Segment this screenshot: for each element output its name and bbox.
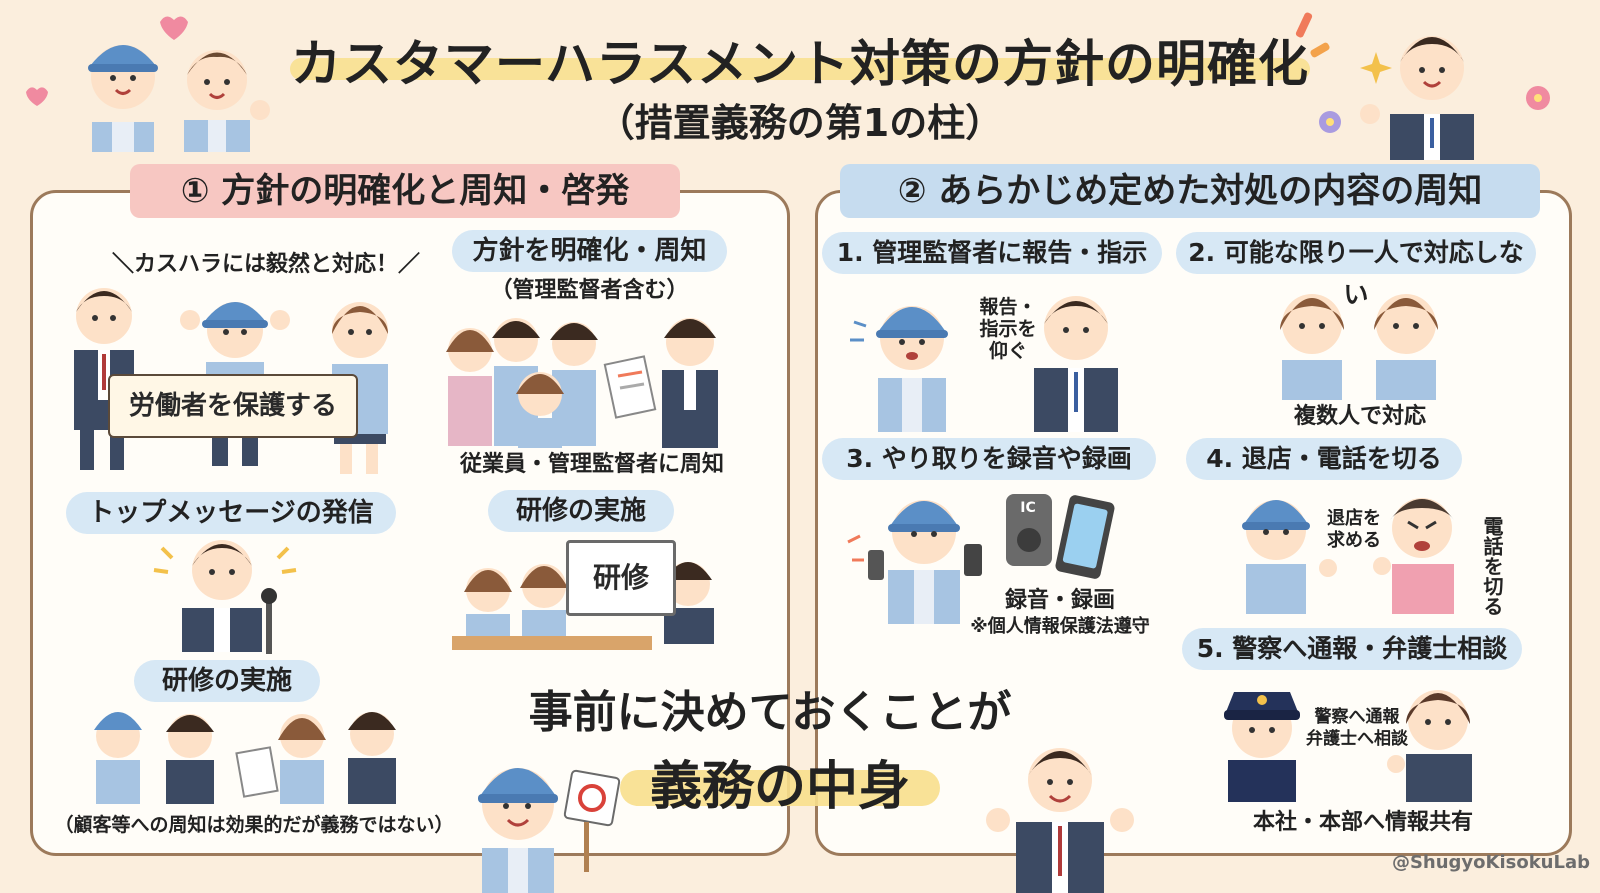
item1-label: 1. 管理監督者に報告・指示 (822, 232, 1162, 274)
item5-caption: 本社・本部へ情報共有 (1252, 810, 1473, 835)
right-section-heading: ② あらかじめ定めた対処の内容の周知 (840, 164, 1540, 218)
heart-icon (26, 87, 48, 106)
policy-subtext: （管理監督者含む） (490, 278, 689, 303)
item5-label: 5. 警察へ通報・弁護士相談 (1182, 628, 1522, 670)
policy-pill: 方針を明確化・周知 (452, 230, 727, 272)
shout-text: ＼カスハラには毅然と対応！／ (111, 252, 420, 277)
bubble-line: 求める (1327, 530, 1381, 551)
training-pill-left: 研修の実施 (134, 660, 320, 702)
bubble-line: 弁護士へ相談 (1306, 729, 1408, 749)
report-illustration (850, 296, 1118, 432)
speaker-illustration (153, 540, 297, 654)
manager-illustration (1360, 36, 1474, 160)
flower-icon (1319, 111, 1341, 133)
left-section-heading: ① 方針の明確化と周知・啓発 (130, 164, 680, 218)
ic-label: IC (1020, 500, 1036, 516)
flower-icon (1526, 86, 1550, 110)
item3-label: 3. やり取りを録音や録画 (822, 438, 1156, 480)
item4-label: 4. 退店・電話を切る (1186, 438, 1462, 480)
title-highlight (290, 58, 1310, 80)
footnote: （顧客等への周知は効果的だが義務ではない） (54, 814, 454, 836)
center-message-line2: 義務の中身 (649, 757, 910, 817)
item4-bubble-right: 電話を切る (1480, 516, 1504, 616)
bubble-line: 警察へ通報 (1314, 707, 1400, 727)
police-lawyer-illustration (1224, 690, 1472, 802)
item3-note: ※個人情報保護法遵守 (970, 616, 1150, 637)
worker-illustration (88, 45, 158, 152)
worker-illustration (332, 302, 388, 474)
worker-sign-illustration (478, 768, 621, 893)
item2-caption: 複数人で対応 (1293, 404, 1426, 429)
page-subtitle: （措置義務の第1の柱） (596, 101, 1004, 145)
bubble-line: 報告・ (979, 296, 1037, 318)
training-board: 研修 (566, 540, 676, 616)
sparkle-icon (1360, 52, 1392, 84)
training-illustration (452, 562, 714, 650)
item3-caption: 録音・録画 (1004, 588, 1115, 613)
protect-workers-banner: 労働者を保護する (108, 374, 358, 438)
bubble-line: 退店を (1327, 508, 1381, 529)
recording-illustration (847, 494, 1115, 624)
item5-bubble: 警察へ通報 弁護士へ相談 (1292, 706, 1422, 750)
bubble-line: 仰ぐ (988, 340, 1027, 362)
item1-bubble: 報告・ 指示を 仰ぐ (976, 296, 1040, 362)
center-message-line1: 事前に決めておくことが (528, 687, 1012, 738)
training-pill-right: 研修の実施 (488, 490, 674, 532)
notify-caption: 従業員・管理監督者に周知 (459, 452, 724, 477)
top-message-pill: トップメッセージの発信 (66, 492, 396, 534)
watermark: @ShugyoKisokuLab (1391, 852, 1590, 873)
bubble-line: 指示を (979, 318, 1037, 340)
two-staff-illustration (1280, 294, 1438, 400)
worker-illustration (184, 50, 270, 152)
training-group-illustration (94, 712, 396, 804)
refuse-illustration (1242, 498, 1454, 614)
manager-thumbsup-illustration (986, 748, 1134, 893)
staff-group-illustration (446, 318, 718, 448)
item2-label: 2. 可能な限り一人で対応しない (1176, 232, 1536, 309)
item4-bubble-left: 退店を 求める (1322, 508, 1386, 552)
manager-illustration (74, 288, 134, 470)
page-title: カスタマーハラスメント対策の方針の明確化 (291, 35, 1309, 93)
center-highlight (620, 770, 940, 806)
heart-icon (160, 16, 188, 40)
